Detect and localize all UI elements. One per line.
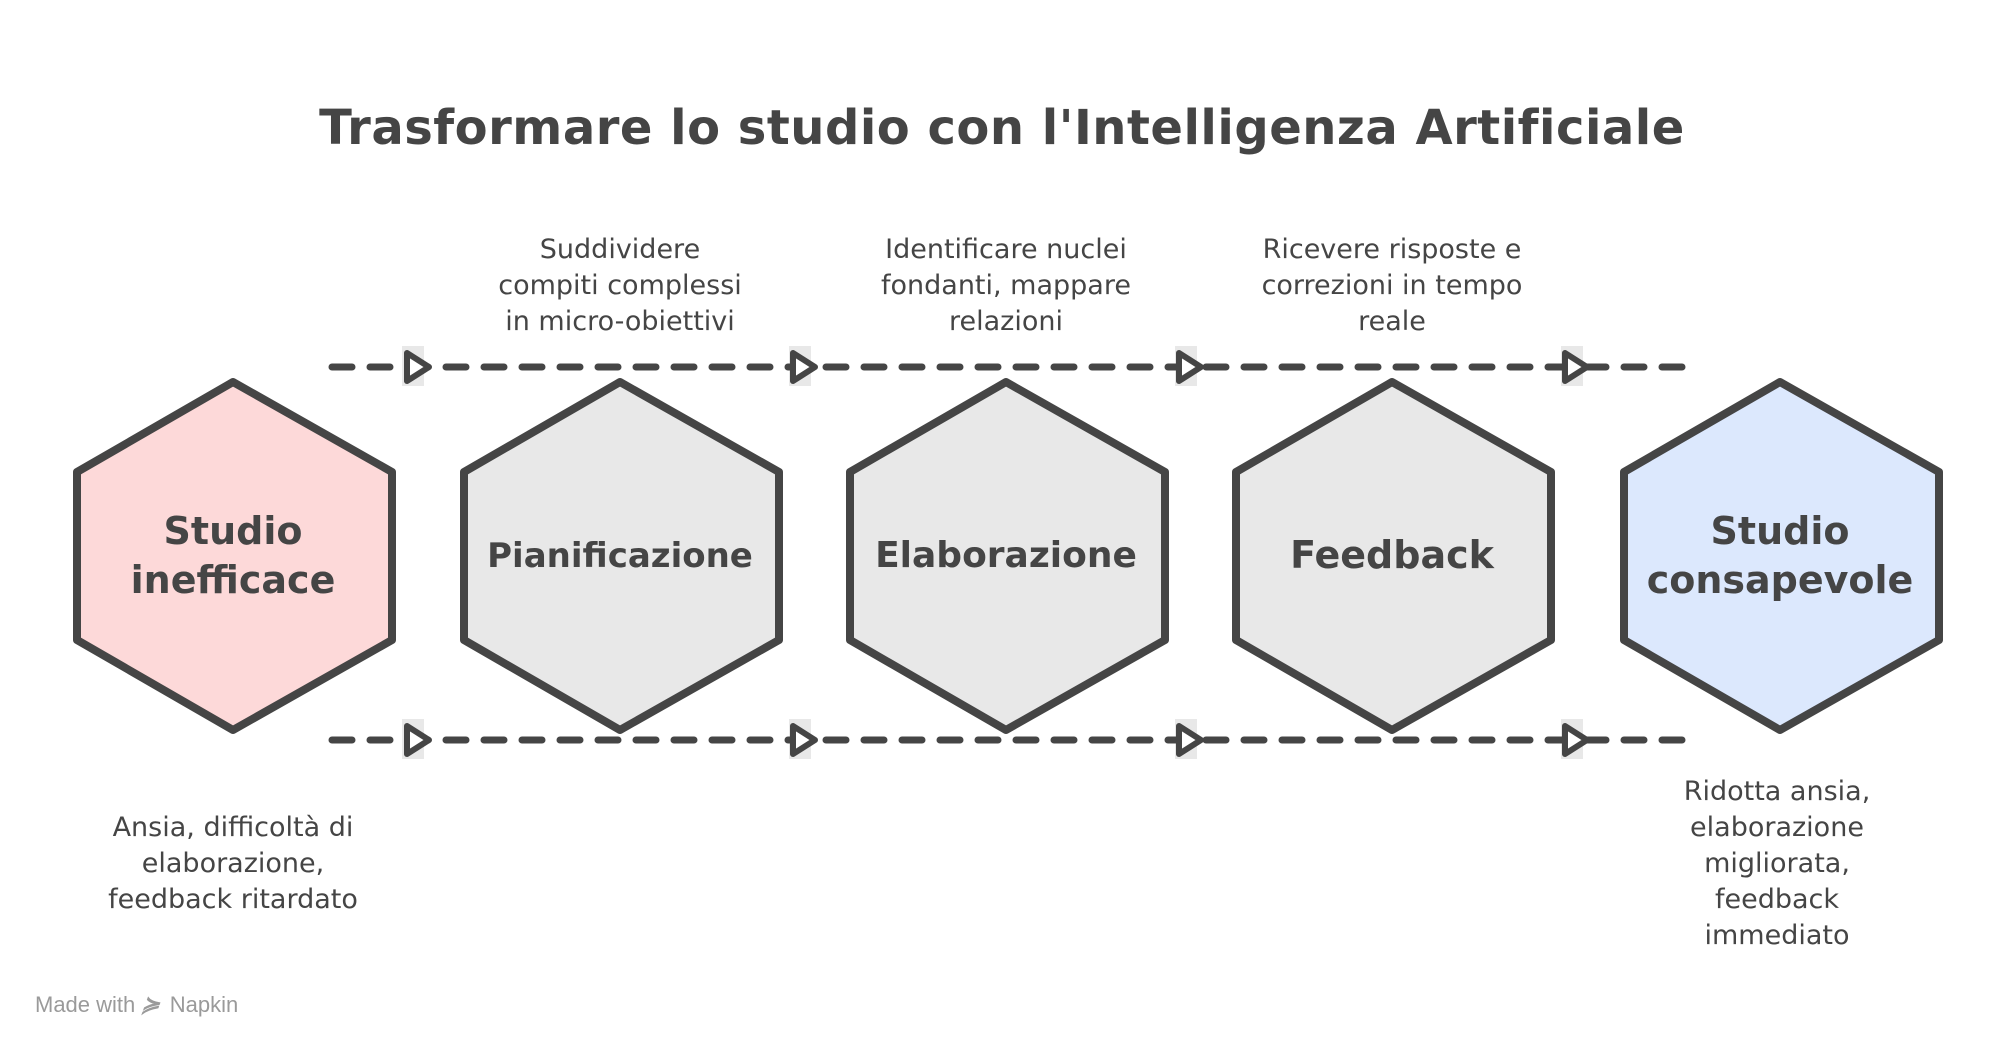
- footer-prefix: Made with: [35, 992, 136, 1017]
- state-label-start: Studio inefficace: [130, 508, 336, 602]
- made-with-footer: Made with ≽ Napkin: [35, 992, 238, 1018]
- top-arrowheads: [404, 350, 1590, 384]
- hexagon-step-1: [460, 378, 783, 734]
- hexagon-fill: [1624, 382, 1939, 730]
- arrowhead-icon: [1176, 723, 1204, 757]
- hexagon-outline: [460, 378, 783, 734]
- hexagon-outline: [1232, 378, 1555, 734]
- hexagon-outline: [846, 378, 1169, 734]
- hexagon-fill: [464, 382, 779, 730]
- hexagon-step-2: [846, 378, 1169, 734]
- arrowhead-icon: [1562, 350, 1590, 384]
- hexagon-outline: [73, 378, 396, 734]
- arrowhead-icon: [790, 723, 818, 757]
- step-label-elaborazione: Elaborazione: [875, 534, 1137, 576]
- step-description-elaborazione: Identificare nuclei fondanti, mappare re…: [881, 234, 1131, 337]
- arrowhead-icon: [404, 723, 432, 757]
- hexagon-fill: [1236, 382, 1551, 730]
- hexagon-fill: [77, 382, 392, 730]
- napkin-logo-icon: ≽: [138, 992, 167, 1017]
- hexagon-outline: [1620, 378, 1943, 734]
- footer-brand: Napkin: [169, 992, 239, 1017]
- step-description-feedback: Ricevere risposte e correzioni in tempo …: [1261, 234, 1523, 337]
- hexagon-step-3: [1232, 378, 1555, 734]
- arrowhead-icon: [404, 350, 432, 384]
- bottom-arrowheads: [404, 723, 1590, 757]
- arrowhead-icon: [1562, 723, 1590, 757]
- diagram-title: Trasformare lo studio con l'Intelligenza…: [319, 100, 1685, 156]
- state-label-end: Studio consapevole: [1646, 508, 1914, 602]
- state-description-start: Ansia, difficoltà di elaborazione, feedb…: [108, 812, 358, 915]
- step-description-pianificazione: Suddividere compiti complessi in micro-o…: [498, 234, 742, 337]
- arrowhead-icon: [790, 350, 818, 384]
- hexagon-end: [1620, 378, 1943, 734]
- state-description-end: Ridotta ansia, elaborazione migliorata, …: [1683, 776, 1871, 951]
- hexagon-fill: [850, 382, 1165, 730]
- step-label-pianificazione: Pianificazione: [487, 535, 753, 576]
- arrowhead-icon: [1176, 350, 1204, 384]
- hexagon-start: [73, 378, 396, 734]
- step-label-feedback: Feedback: [1290, 533, 1494, 578]
